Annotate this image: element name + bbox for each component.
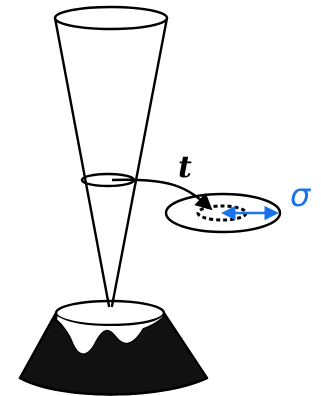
mountain-icon — [20, 301, 207, 395]
sigma-label: σ — [290, 176, 312, 214]
t-label: t — [178, 150, 192, 185]
cone-icon — [55, 7, 167, 306]
